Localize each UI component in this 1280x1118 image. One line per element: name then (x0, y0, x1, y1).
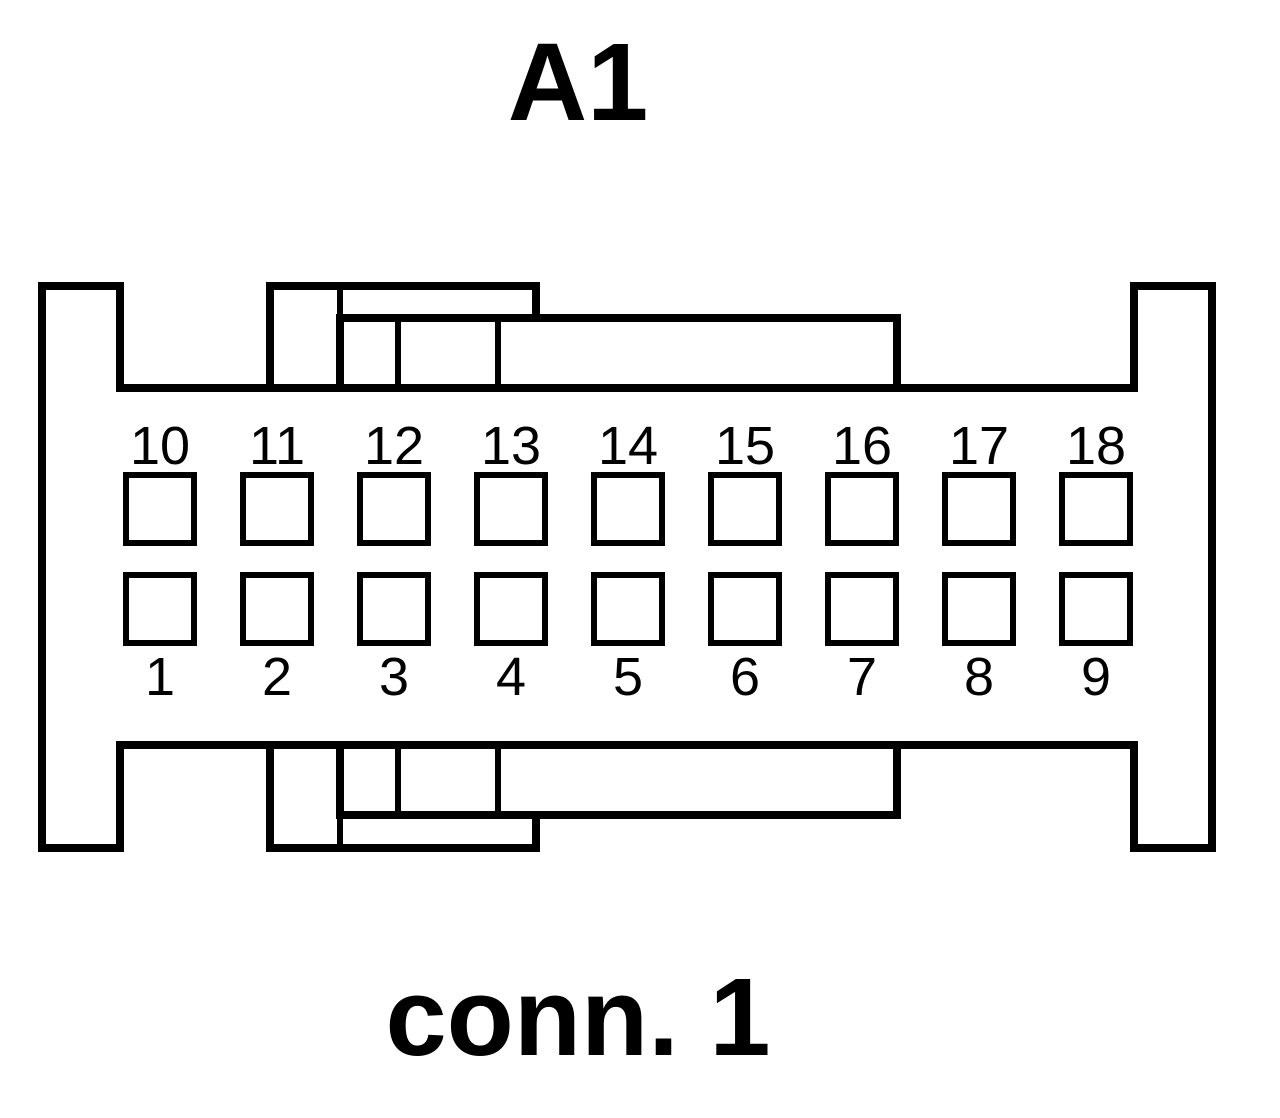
pin: 18 (1059, 416, 1133, 546)
pin-label: 18 (1066, 416, 1126, 476)
pin-label: 1 (145, 647, 175, 707)
pin-cavity (825, 472, 899, 546)
pin-label: 8 (964, 647, 994, 707)
pin-label: 2 (262, 647, 292, 707)
pin: 14 (591, 416, 665, 546)
pin-cavity (357, 572, 431, 646)
pin-cavity (240, 572, 314, 646)
pin-cavity (474, 472, 548, 546)
pin: 12 (357, 416, 431, 546)
pin-cavity (591, 472, 665, 546)
pin-cavity (942, 572, 1016, 646)
pin: 4 (474, 572, 548, 707)
pin-label: 10 (130, 416, 190, 476)
pin: 11 (240, 416, 314, 546)
pin-label: 9 (1081, 647, 1111, 707)
pin-label: 13 (481, 416, 541, 476)
pin-cavity (1059, 472, 1133, 546)
pin-cavity (240, 472, 314, 546)
pin-cavity (123, 572, 197, 646)
pin-label: 4 (496, 647, 526, 707)
pin-cavity (825, 572, 899, 646)
diagram-title: A1 (508, 21, 649, 144)
bottom-latch-bar (336, 741, 901, 819)
top-latch-bar (336, 314, 901, 392)
pin-label: 17 (949, 416, 1009, 476)
pin: 16 (825, 416, 899, 546)
pin: 13 (474, 416, 548, 546)
pin: 9 (1059, 572, 1133, 707)
pin-cavity (591, 572, 665, 646)
pin-cavity (708, 472, 782, 546)
pin-label: 3 (379, 647, 409, 707)
pin: 15 (708, 416, 782, 546)
pin: 6 (708, 572, 782, 707)
pin-label: 6 (730, 647, 760, 707)
pin: 2 (240, 572, 314, 707)
bottom-pin-row: 1 2 3 4 5 6 7 8 (123, 572, 1133, 707)
pin-label: 7 (847, 647, 877, 707)
pin-cavity (708, 572, 782, 646)
pin: 3 (357, 572, 431, 707)
pin-label: 14 (598, 416, 658, 476)
pin-label: 12 (364, 416, 424, 476)
pin-label: 16 (832, 416, 892, 476)
pin-label: 11 (249, 416, 305, 476)
pin-label: 5 (613, 647, 643, 707)
pin: 17 (942, 416, 1016, 546)
pin-cavity (357, 472, 431, 546)
pin-cavity (474, 572, 548, 646)
top-pin-row: 10 11 12 13 14 15 16 17 (123, 416, 1133, 546)
pin: 7 (825, 572, 899, 707)
pin: 5 (591, 572, 665, 707)
pin: 10 (123, 416, 197, 546)
pin-cavity (123, 472, 197, 546)
connector-housing (38, 282, 1216, 852)
pin: 1 (123, 572, 197, 707)
pin-label: 15 (715, 416, 775, 476)
pin-cavity (1059, 572, 1133, 646)
connector-caption: conn. 1 (385, 956, 770, 1079)
pin: 8 (942, 572, 1016, 707)
pin-cavity (942, 472, 1016, 546)
